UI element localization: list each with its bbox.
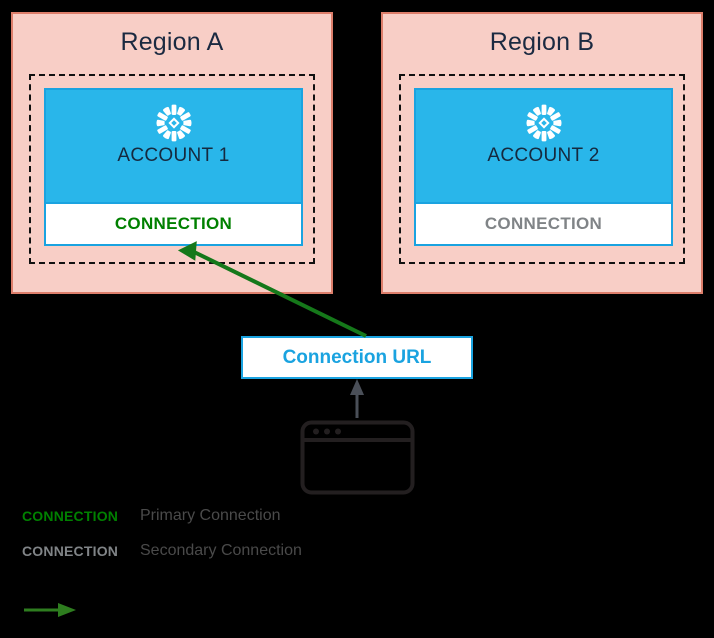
region-b-title: Region B [489, 28, 595, 56]
snowflake-icon [156, 104, 191, 142]
legend-arrow-icon [24, 603, 76, 617]
connection-url-box[interactable]: Connection URL [241, 336, 473, 379]
account-1-connection-strip[interactable]: CONNECTION [46, 202, 301, 244]
account-2-connection-label: CONNECTION [484, 214, 603, 233]
region-a-container[interactable]: Region A [11, 12, 333, 294]
account-2-header: ACCOUNT 2 [416, 90, 671, 202]
legend: CONNECTION Primary Connection CONNECTION… [22, 498, 442, 568]
region-b-dashed-boundary [399, 74, 685, 264]
region-b-container[interactable]: Region B [381, 12, 703, 294]
snowflake-icon [526, 104, 561, 142]
legend-row-secondary: CONNECTION Secondary Connection [22, 533, 442, 568]
legend-swatch-secondary: CONNECTION [22, 542, 119, 559]
browser-window-icon [300, 420, 415, 495]
arrow-client-to-connection-url [350, 379, 364, 418]
account-2-connection-strip[interactable]: CONNECTION [416, 202, 671, 244]
account-1-connection-label: CONNECTION [114, 214, 233, 233]
region-a-dashed-boundary [29, 74, 315, 264]
legend-row-primary: CONNECTION Primary Connection [22, 498, 442, 533]
account-2-card[interactable]: ACCOUNT 2 CONNECTION [414, 88, 673, 246]
connection-url-label: Connection URL [282, 346, 432, 368]
account-1-label: ACCOUNT 1 [117, 145, 230, 166]
account-1-card[interactable]: ACCOUNT 1 CONNECTION [44, 88, 303, 246]
legend-swatch-primary: CONNECTION [22, 507, 119, 524]
legend-row-arrow [22, 600, 116, 620]
legend-description-secondary: Secondary Connection [140, 541, 302, 559]
region-a-title: Region A [120, 28, 224, 56]
account-2-label: ACCOUNT 2 [487, 145, 600, 166]
account-1-header: ACCOUNT 1 [46, 90, 301, 202]
legend-description-primary: Primary Connection [140, 506, 281, 524]
